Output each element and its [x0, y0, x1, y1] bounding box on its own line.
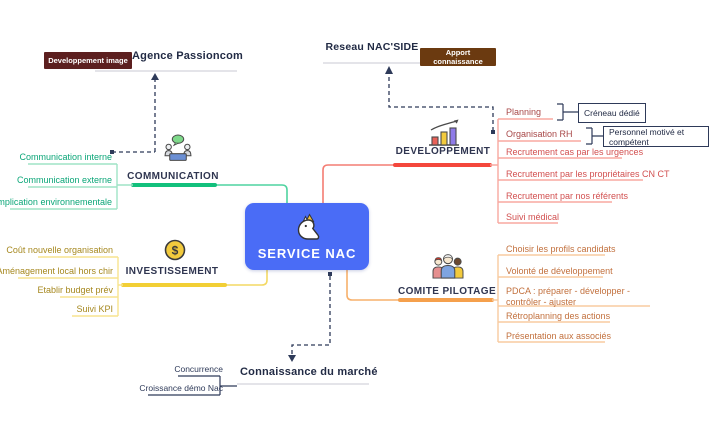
comite-connectors: [346, 254, 650, 343]
subtopic-organisation-rh[interactable]: Organisation RH: [506, 129, 573, 139]
branch-investissement[interactable]: INVESTISSEMENT: [125, 266, 219, 277]
callout-brackets: [557, 103, 603, 145]
communication-item[interactable]: Communication externe: [16, 175, 112, 185]
branch-developpement[interactable]: DEVELOPPEMENT: [395, 146, 491, 157]
communication-item[interactable]: Communication interne: [19, 152, 112, 162]
relation-marche: [288, 272, 332, 362]
meeting-icon: [160, 134, 196, 168]
marche-item-connectors: [148, 375, 237, 396]
branch-communication[interactable]: COMMUNICATION: [127, 171, 219, 182]
apport-connaissance-badge[interactable]: Apport connaissance: [420, 48, 496, 66]
marche-item[interactable]: Concurrence: [174, 364, 223, 374]
comite-item[interactable]: Rétroplanning des actions: [506, 311, 611, 321]
unicorn-icon: [291, 212, 323, 244]
investissement-item[interactable]: Etablir budget prév: [37, 285, 113, 295]
comite-item[interactable]: Choisir les profils candidats: [506, 244, 616, 254]
central-topic-service-nac[interactable]: SERVICE NAC: [245, 203, 369, 270]
investissement-item[interactable]: Coût nouvelle organisation: [6, 245, 113, 255]
coin-icon: $: [163, 238, 187, 267]
investissement-connectors: [18, 256, 268, 317]
comite-item[interactable]: Présentation aux associés: [506, 331, 612, 341]
subtopic-planning[interactable]: Planning: [506, 107, 542, 117]
communication-connectors: [10, 163, 288, 210]
dollar-glyph: $: [172, 244, 179, 258]
branch-comite-pilotage[interactable]: COMITE PILOTAGE: [398, 286, 497, 297]
callout-creneau-dedie[interactable]: Créneau dédié: [578, 103, 646, 123]
developpement-item[interactable]: Recrutement par nos référents: [506, 191, 629, 201]
agence-passioncom-topic[interactable]: Agence Passioncom: [132, 50, 243, 62]
comite-item[interactable]: Volonté de développement: [506, 266, 613, 276]
relation-reseau: [385, 66, 495, 134]
investissement-item[interactable]: Suivi KPI: [76, 304, 113, 314]
marche-item[interactable]: Croissance démo Nac: [139, 383, 223, 393]
bar-chart-icon: [424, 118, 464, 153]
communication-item[interactable]: Implication environnementale: [0, 197, 112, 207]
developpement-connectors: [322, 118, 643, 224]
callout-personnel-motive[interactable]: Personnel motivé et compétent: [603, 126, 709, 147]
comite-item[interactable]: PDCA : préparer - développer - contrôler…: [506, 286, 631, 307]
developpement-item[interactable]: Recrutement par les propriétaires CN CT: [506, 169, 670, 179]
floating-topic-underlines: [95, 62, 420, 385]
developpement-item[interactable]: Suivi médical: [506, 212, 560, 222]
central-topic-label: SERVICE NAC: [257, 246, 357, 261]
connaissance-marche-topic[interactable]: Connaissance du marché: [240, 366, 378, 378]
team-icon: [429, 251, 467, 285]
investissement-item[interactable]: Aménagement local hors chir: [0, 266, 113, 276]
relation-agence: [110, 73, 159, 154]
reseau-nacside-topic[interactable]: Reseau NAC'SIDE: [325, 41, 419, 53]
developpement-image-badge[interactable]: Developpement image: [44, 52, 132, 69]
developpement-item[interactable]: Recrutement cas par les urgences: [506, 147, 644, 157]
